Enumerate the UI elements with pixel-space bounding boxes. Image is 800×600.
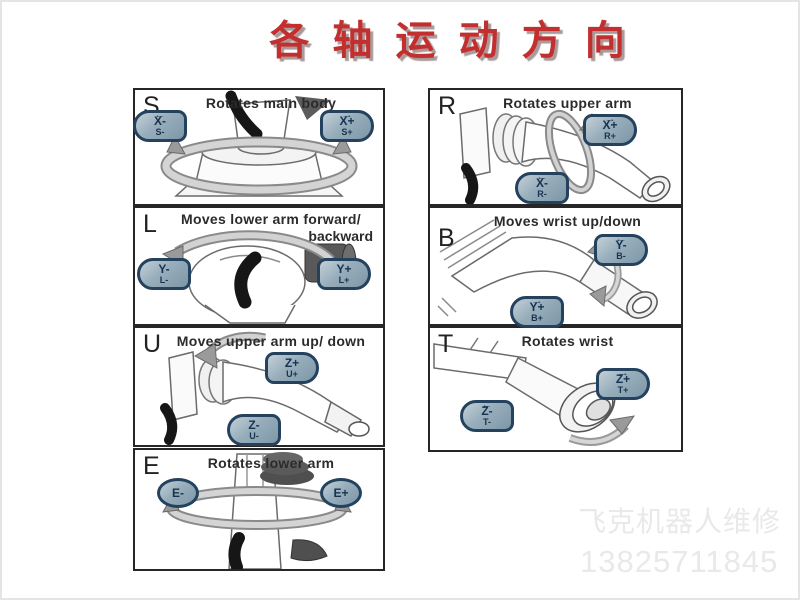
l-jog-button-plus[interactable]: Y+ L+ xyxy=(317,258,371,290)
panel-caption-l-line1: Moves lower arm forward/ xyxy=(181,211,361,227)
joint-key-label: B- xyxy=(616,251,626,261)
axis-key-label: Z- xyxy=(481,404,493,418)
axis-key-label: X- xyxy=(536,176,548,190)
axis-key-label: Y+ xyxy=(336,262,352,276)
axis-key-label: Z+ xyxy=(284,356,300,370)
axis-key-label: Y- xyxy=(158,262,170,276)
panel-s-rotates-main-body: S Rotates main body ← X- S- → X+ S+ xyxy=(133,88,385,206)
watermark-phone: 13825711845 xyxy=(580,544,779,579)
page-title: 各 轴 运 动 方 向 xyxy=(269,19,631,63)
robot-illustration-lower-arm-rotate xyxy=(162,452,352,569)
axis-letter-r: R xyxy=(438,92,457,120)
e-jog-button-minus[interactable]: E- xyxy=(157,478,199,508)
joint-key-label: S+ xyxy=(341,127,353,137)
axis-key-label: X- xyxy=(154,114,166,128)
joint-key-label: T+ xyxy=(617,385,629,395)
panel-caption-u: Moves upper arm up/ down xyxy=(176,333,366,349)
t-jog-button-minus[interactable]: ← Z- T- xyxy=(460,400,514,432)
rotate-left-arrow-icon: ← xyxy=(536,172,548,182)
axis-key-label: Y- xyxy=(615,238,627,252)
u-jog-button-minus[interactable]: Z- U- xyxy=(227,414,281,446)
rotate-right-arrow-icon: → xyxy=(341,110,353,120)
r-jog-button-minus[interactable]: ← X- R- xyxy=(515,172,569,204)
panel-caption-l-line2: backward xyxy=(308,228,373,244)
joint-key-label: L- xyxy=(159,275,169,285)
panel-e-rotates-lower-arm: E Rotates lower arm E- E+ xyxy=(133,448,385,571)
joint-key-label: U+ xyxy=(286,369,298,379)
watermark-company: 飞克机器人维修 xyxy=(578,506,782,537)
axis-key-label: E- xyxy=(172,486,184,500)
axis-letter-b: B xyxy=(438,224,455,252)
rotate-right-arrow-icon: → xyxy=(617,368,629,378)
rotate-right-arrow-icon: → xyxy=(604,114,616,124)
u-jog-button-plus[interactable]: Z+ U+ xyxy=(265,352,319,384)
axis-letter-e: E xyxy=(143,452,160,480)
panel-t-rotates-wrist: T Rotates wrist → Z+ T+ ← Z- T- xyxy=(428,326,683,452)
robot-illustration-upper-arm-updown xyxy=(160,331,370,445)
axis-letter-t: T xyxy=(438,330,454,358)
robot-illustration-main-body xyxy=(160,90,358,197)
b-jog-button-minus[interactable]: ← Y- B- xyxy=(594,234,648,266)
axis-letter-l: L xyxy=(143,210,157,238)
panel-r-rotates-upper-arm: R Rotates upper arm → X+ R+ ← X- R- xyxy=(428,88,683,206)
joint-key-label: B+ xyxy=(531,313,543,323)
rotate-left-arrow-icon: ← xyxy=(481,400,493,410)
axis-letter-u: U xyxy=(143,330,162,358)
axis-key-label: E+ xyxy=(333,486,349,500)
robot-illustration-upper-arm-rotate xyxy=(459,107,671,204)
s-jog-button-plus[interactable]: → X+ S+ xyxy=(320,110,374,142)
panel-u-moves-upper-arm: U Moves upper arm up/ down Z+ U+ Z- U- xyxy=(133,326,385,447)
t-jog-button-plus[interactable]: → Z+ T+ xyxy=(596,368,650,400)
rotate-right-arrow-icon: → xyxy=(531,296,543,306)
panel-l-moves-lower-arm: L Moves lower arm forward/ backward Y- L… xyxy=(133,206,385,326)
s-jog-button-minus[interactable]: ← X- S- xyxy=(133,110,187,142)
e-jog-button-plus[interactable]: E+ xyxy=(320,478,362,508)
axis-key-label: Y+ xyxy=(529,300,545,314)
joint-key-label: T- xyxy=(483,417,491,427)
axis-key-label: Z+ xyxy=(615,372,631,386)
rotate-left-arrow-icon: ← xyxy=(615,234,627,244)
panel-b-moves-wrist: B Moves wrist up/down ← Y- B- → Y+ B+ xyxy=(428,206,683,328)
rotate-left-arrow-icon: ← xyxy=(154,110,166,120)
panel-caption-r: Rotates upper arm xyxy=(503,95,632,111)
panel-caption-b: Moves wrist up/down xyxy=(493,213,642,229)
panel-caption-t: Rotates wrist xyxy=(521,333,614,349)
axis-key-label: X+ xyxy=(602,118,618,132)
joint-key-label: U- xyxy=(249,431,259,441)
r-jog-button-plus[interactable]: → X+ R+ xyxy=(583,114,637,146)
joint-key-label: L+ xyxy=(338,275,350,285)
joint-key-label: R- xyxy=(537,189,547,199)
l-jog-button-minus[interactable]: Y- L- xyxy=(137,258,191,290)
joint-key-label: R+ xyxy=(604,131,616,141)
b-jog-button-plus[interactable]: → Y+ B+ xyxy=(510,296,564,328)
axis-key-label: Z- xyxy=(248,418,260,432)
panel-caption-s: Rotates main body xyxy=(205,95,337,111)
panel-caption-e: Rotates lower arm xyxy=(207,455,335,471)
robot-illustration-wrist-updown xyxy=(437,219,658,319)
axis-key-label: X+ xyxy=(339,114,355,128)
joint-key-label: S- xyxy=(155,127,165,137)
